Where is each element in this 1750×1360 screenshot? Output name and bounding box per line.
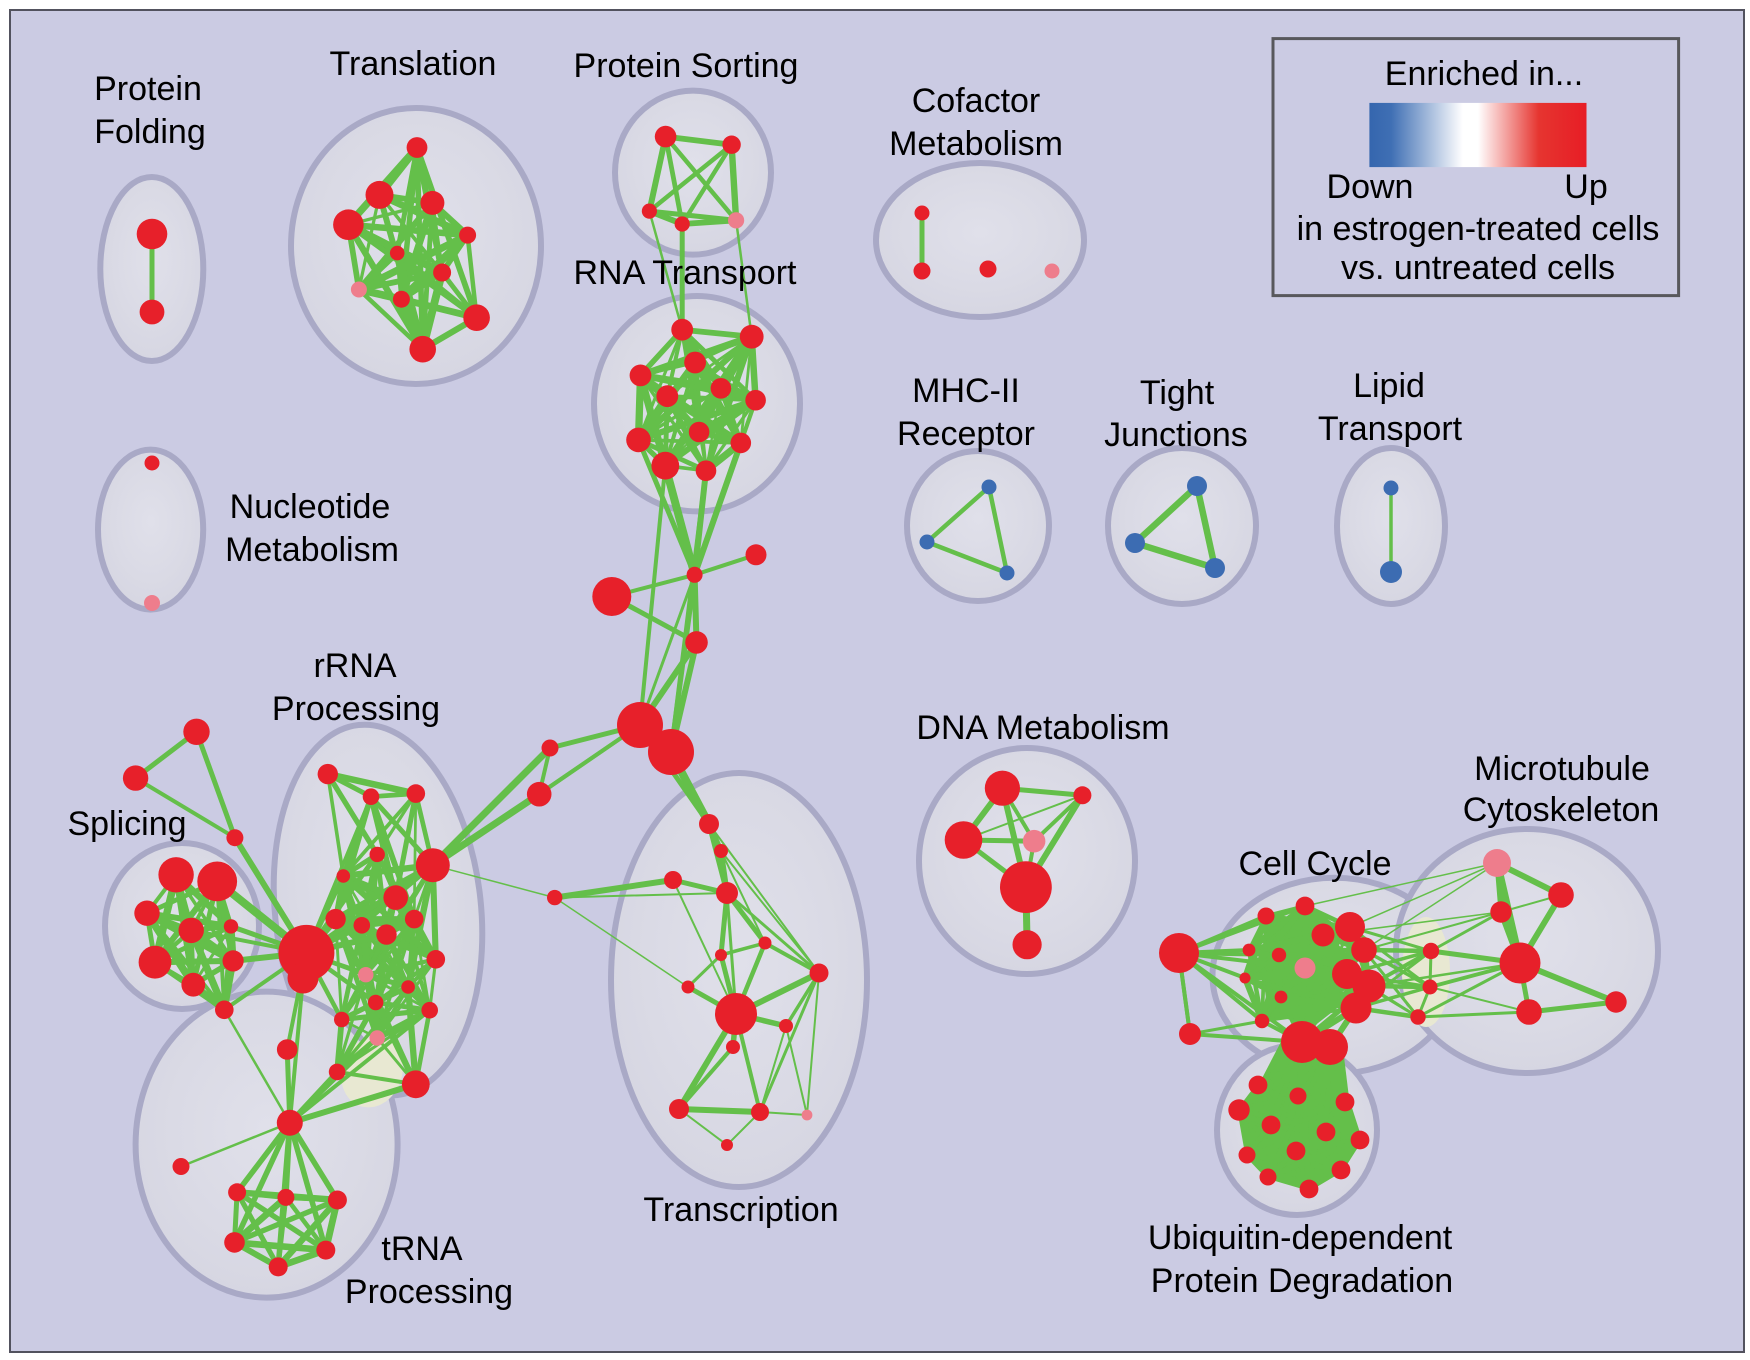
svg-text:MHC-II: MHC-II — [912, 372, 1020, 410]
svg-text:in estrogen-treated cells: in estrogen-treated cells — [1297, 210, 1660, 248]
svg-text:Transcription: Transcription — [643, 1191, 838, 1229]
svg-text:Protein: Protein — [94, 70, 202, 108]
svg-text:DNA Metabolism: DNA Metabolism — [916, 709, 1169, 747]
svg-text:Transport: Transport — [1318, 410, 1463, 448]
svg-text:Receptor: Receptor — [897, 415, 1035, 453]
svg-text:Translation: Translation — [330, 45, 497, 83]
svg-text:Cofactor: Cofactor — [912, 82, 1041, 120]
svg-text:Down: Down — [1327, 168, 1414, 206]
svg-text:Processing: Processing — [272, 690, 440, 728]
svg-text:Microtubule: Microtubule — [1474, 750, 1650, 788]
svg-text:Processing: Processing — [345, 1273, 513, 1311]
svg-text:vs. untreated cells: vs. untreated cells — [1341, 249, 1615, 287]
svg-text:Protein Sorting: Protein Sorting — [574, 47, 799, 85]
svg-text:Junctions: Junctions — [1104, 416, 1248, 454]
svg-text:Nucleotide: Nucleotide — [230, 488, 391, 526]
svg-text:Enriched in...: Enriched in... — [1385, 55, 1583, 93]
svg-text:tRNA: tRNA — [381, 1230, 463, 1268]
svg-text:Cytoskeleton: Cytoskeleton — [1463, 791, 1660, 829]
svg-text:Tight: Tight — [1140, 374, 1215, 412]
svg-text:Metabolism: Metabolism — [225, 531, 399, 569]
svg-text:Lipid: Lipid — [1353, 367, 1425, 405]
svg-text:Folding: Folding — [94, 113, 206, 151]
svg-text:RNA Transport: RNA Transport — [574, 254, 798, 292]
svg-text:Metabolism: Metabolism — [889, 125, 1063, 163]
svg-text:Splicing: Splicing — [67, 805, 186, 843]
svg-text:Up: Up — [1564, 168, 1607, 206]
svg-text:Ubiquitin-dependent: Ubiquitin-dependent — [1148, 1219, 1453, 1257]
svg-text:Protein Degradation: Protein Degradation — [1151, 1262, 1453, 1300]
svg-text:rRNA: rRNA — [313, 647, 396, 685]
svg-text:Cell Cycle: Cell Cycle — [1238, 845, 1391, 883]
